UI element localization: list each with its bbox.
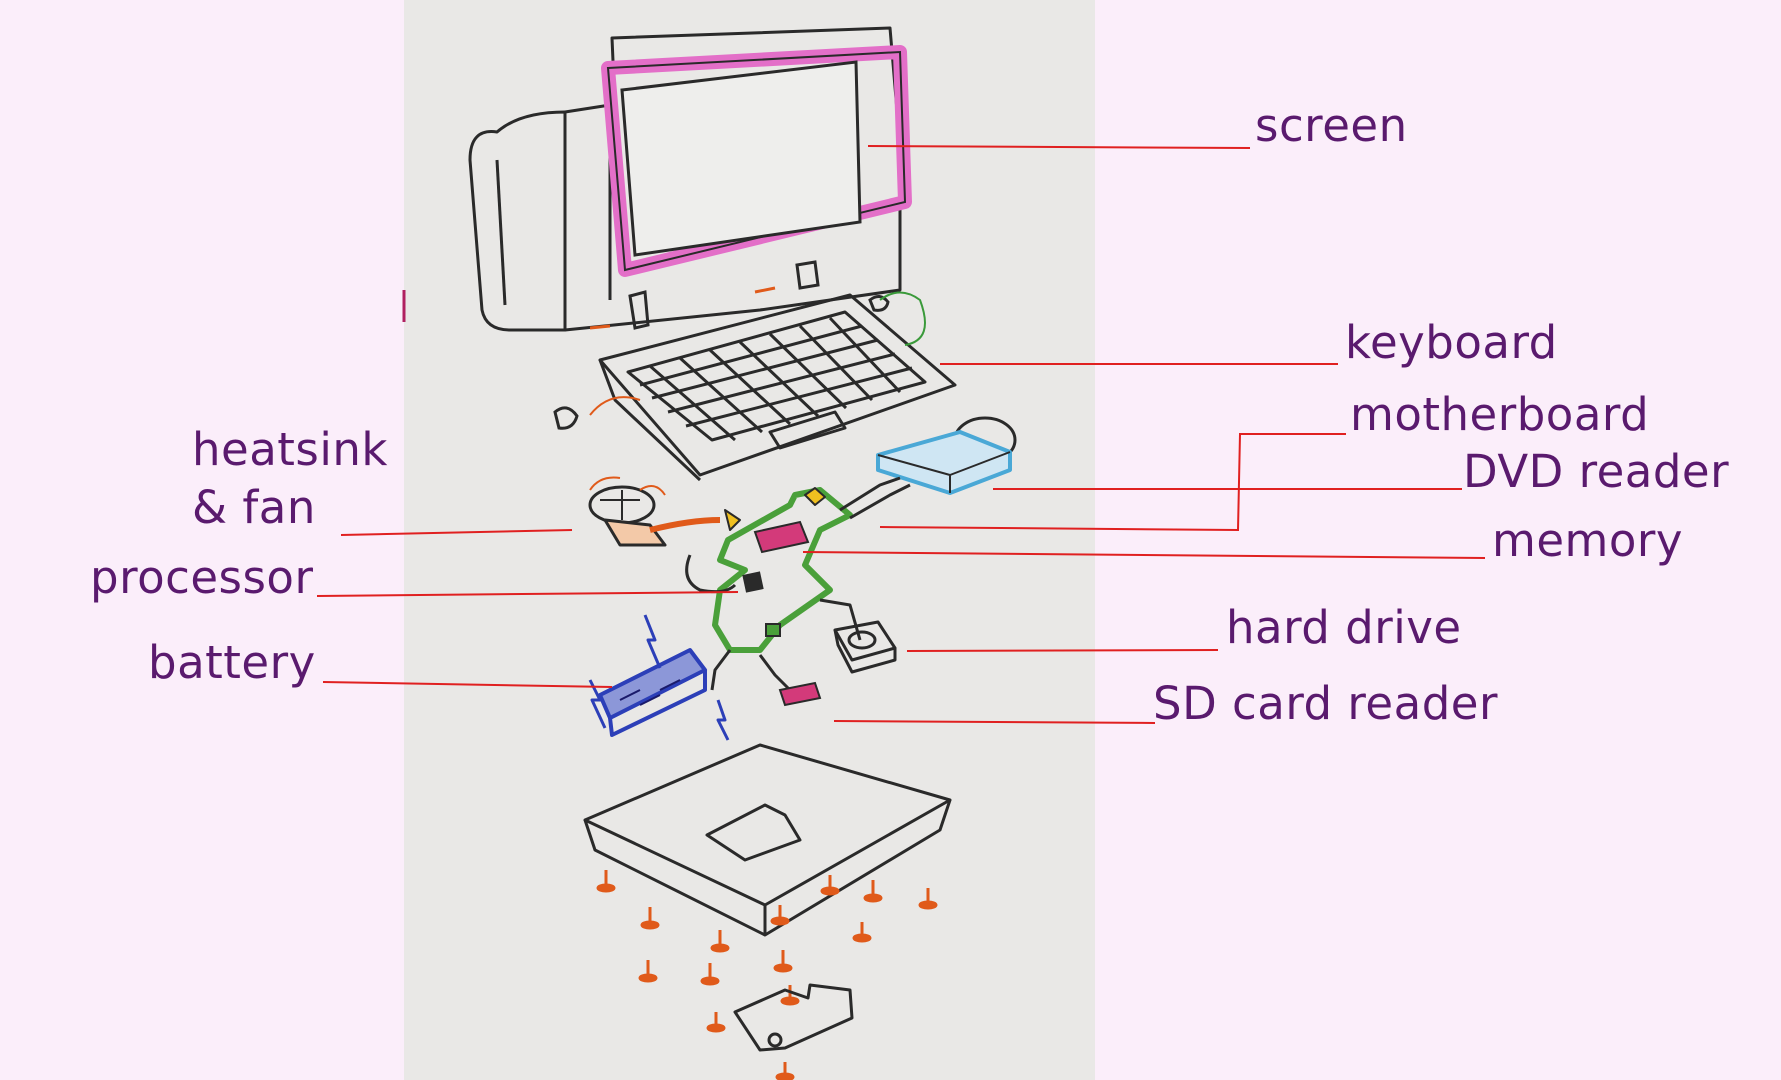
- motherboard-sketch: [685, 476, 911, 692]
- hard-drive-sketch: [833, 620, 897, 674]
- label-heatsink: heatsink: [192, 423, 388, 476]
- screws: [596, 870, 938, 1080]
- leader-battery: [322, 681, 613, 688]
- leader-processor: [316, 591, 739, 597]
- label-battery: battery: [148, 636, 316, 689]
- leader-motherboard: [879, 433, 1346, 532]
- label-keyboard: keyboard: [1345, 316, 1558, 369]
- battery-sketch: [588, 614, 730, 741]
- leader-heatsink: [340, 529, 573, 536]
- screen-sketch: [601, 45, 912, 277]
- processor-sketch: [742, 571, 781, 637]
- leader-sd-card-reader: [833, 720, 1156, 724]
- leader-hard-drive: [906, 649, 1219, 652]
- leader-lines: [316, 145, 1486, 724]
- label-sd-card-reader: SD card reader: [1153, 677, 1498, 730]
- bottom-cover-sketch: [733, 983, 854, 1052]
- label-motherboard: motherboard: [1350, 388, 1650, 441]
- leader-screen: [867, 145, 1251, 149]
- memory-sketch: [753, 520, 810, 554]
- hinges: [553, 260, 890, 430]
- heatsink-fan-sketch: [588, 476, 741, 547]
- sd-card-reader-sketch: [778, 681, 822, 707]
- keyboard-sketch: [589, 291, 957, 482]
- label-fan: & fan: [192, 481, 316, 534]
- label-memory: memory: [1492, 514, 1684, 567]
- label-dvd-reader: DVD reader: [1463, 445, 1730, 498]
- label-hard-drive: hard drive: [1226, 601, 1462, 654]
- bottom-case-sketch: [583, 743, 952, 937]
- leader-memory: [802, 551, 1486, 559]
- label-screen: screen: [1255, 99, 1408, 152]
- label-processor: processor: [90, 551, 314, 604]
- dvd-reader-sketch: [876, 416, 1017, 495]
